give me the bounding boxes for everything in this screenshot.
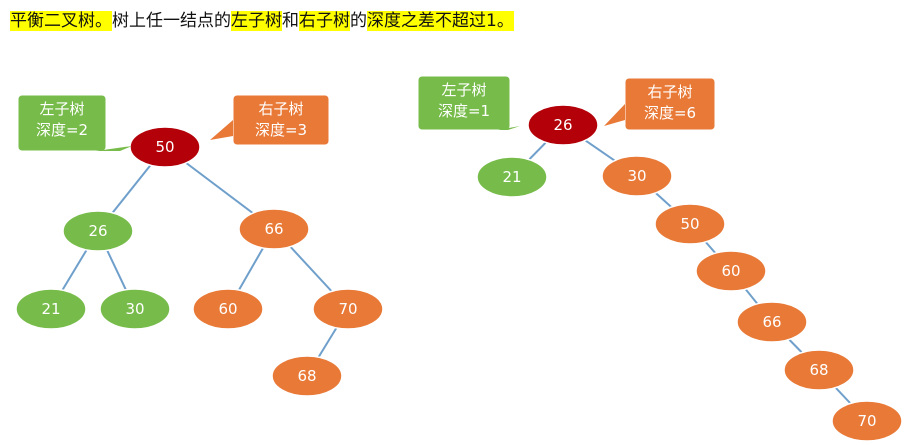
tree-node: 70	[831, 400, 903, 442]
callout-depth: 深度=2	[36, 121, 88, 139]
callout-pointer	[96, 146, 132, 151]
tree-node: 68	[271, 355, 343, 397]
node-label: 68	[297, 367, 316, 385]
node-label: 66	[264, 220, 283, 238]
callout-pointer	[498, 126, 520, 130]
node-ellipse	[15, 288, 87, 330]
node-ellipse	[527, 104, 599, 146]
title-segment: 右子树	[299, 11, 350, 31]
callout-title: 右子树	[647, 83, 692, 101]
node-label: 30	[627, 167, 646, 185]
tree-node: 60	[695, 250, 767, 292]
callout-depth: 深度=1	[438, 102, 490, 120]
tree-node: 50	[129, 126, 201, 168]
callout-box	[17, 94, 107, 152]
node-ellipse	[476, 156, 548, 198]
tree-node: 66	[736, 301, 808, 343]
callout-title: 右子树	[258, 100, 303, 118]
node-label: 30	[125, 300, 144, 318]
callout-depth: 深度=6	[644, 104, 696, 122]
callout-title: 左子树	[441, 81, 486, 99]
title-segment: 树上任一结点的	[112, 11, 231, 31]
node-label: 50	[680, 215, 699, 233]
tree-node: 70	[312, 288, 384, 330]
node-label: 70	[857, 412, 876, 430]
node-label: 21	[41, 300, 60, 318]
node-ellipse	[783, 349, 855, 391]
title-segment: 和	[282, 11, 299, 31]
tree-node: 60	[192, 288, 264, 330]
callout-pointer	[210, 120, 233, 140]
node-ellipse	[312, 288, 384, 330]
page-title: 平衡二叉树。树上任一结点的左子树和右子树的深度之差不超过1。	[10, 6, 514, 31]
title-segment: 平衡二叉树。	[10, 11, 112, 31]
tree-node: 21	[476, 156, 548, 198]
node-ellipse	[831, 400, 903, 442]
node-ellipse	[238, 208, 310, 250]
node-label: 66	[762, 313, 781, 331]
tree-node: 66	[238, 208, 310, 250]
title-segment: 深度之差不超过1。	[367, 11, 514, 31]
tree-node: 50	[654, 203, 726, 245]
tree-node: 30	[99, 288, 171, 330]
tree-node: 30	[601, 155, 673, 197]
node-ellipse	[271, 355, 343, 397]
node-label: 26	[553, 116, 572, 134]
node-ellipse	[601, 155, 673, 197]
node-label: 70	[338, 300, 357, 318]
tree-node: 21	[15, 288, 87, 330]
node-label: 26	[88, 222, 107, 240]
node-ellipse	[192, 288, 264, 330]
node-label: 68	[809, 361, 828, 379]
tree-node: 26	[62, 210, 134, 252]
tree-node: 68	[783, 349, 855, 391]
node-ellipse	[695, 250, 767, 292]
node-label: 50	[155, 138, 174, 156]
node-ellipse	[736, 301, 808, 343]
callout-title: 左子树	[39, 100, 84, 118]
callout-depth: 深度=3	[255, 121, 307, 139]
title-segment: 的	[350, 11, 367, 31]
node-ellipse	[62, 210, 134, 252]
node-label: 21	[502, 168, 521, 186]
node-ellipse	[99, 288, 171, 330]
node-ellipse	[654, 203, 726, 245]
node-label: 60	[721, 262, 740, 280]
callout-pointer	[604, 104, 625, 126]
node-ellipse	[129, 126, 201, 168]
tree-node: 26	[527, 104, 599, 146]
callout-box	[417, 75, 511, 131]
node-label: 60	[218, 300, 237, 318]
title-segment: 左子树	[231, 11, 282, 31]
